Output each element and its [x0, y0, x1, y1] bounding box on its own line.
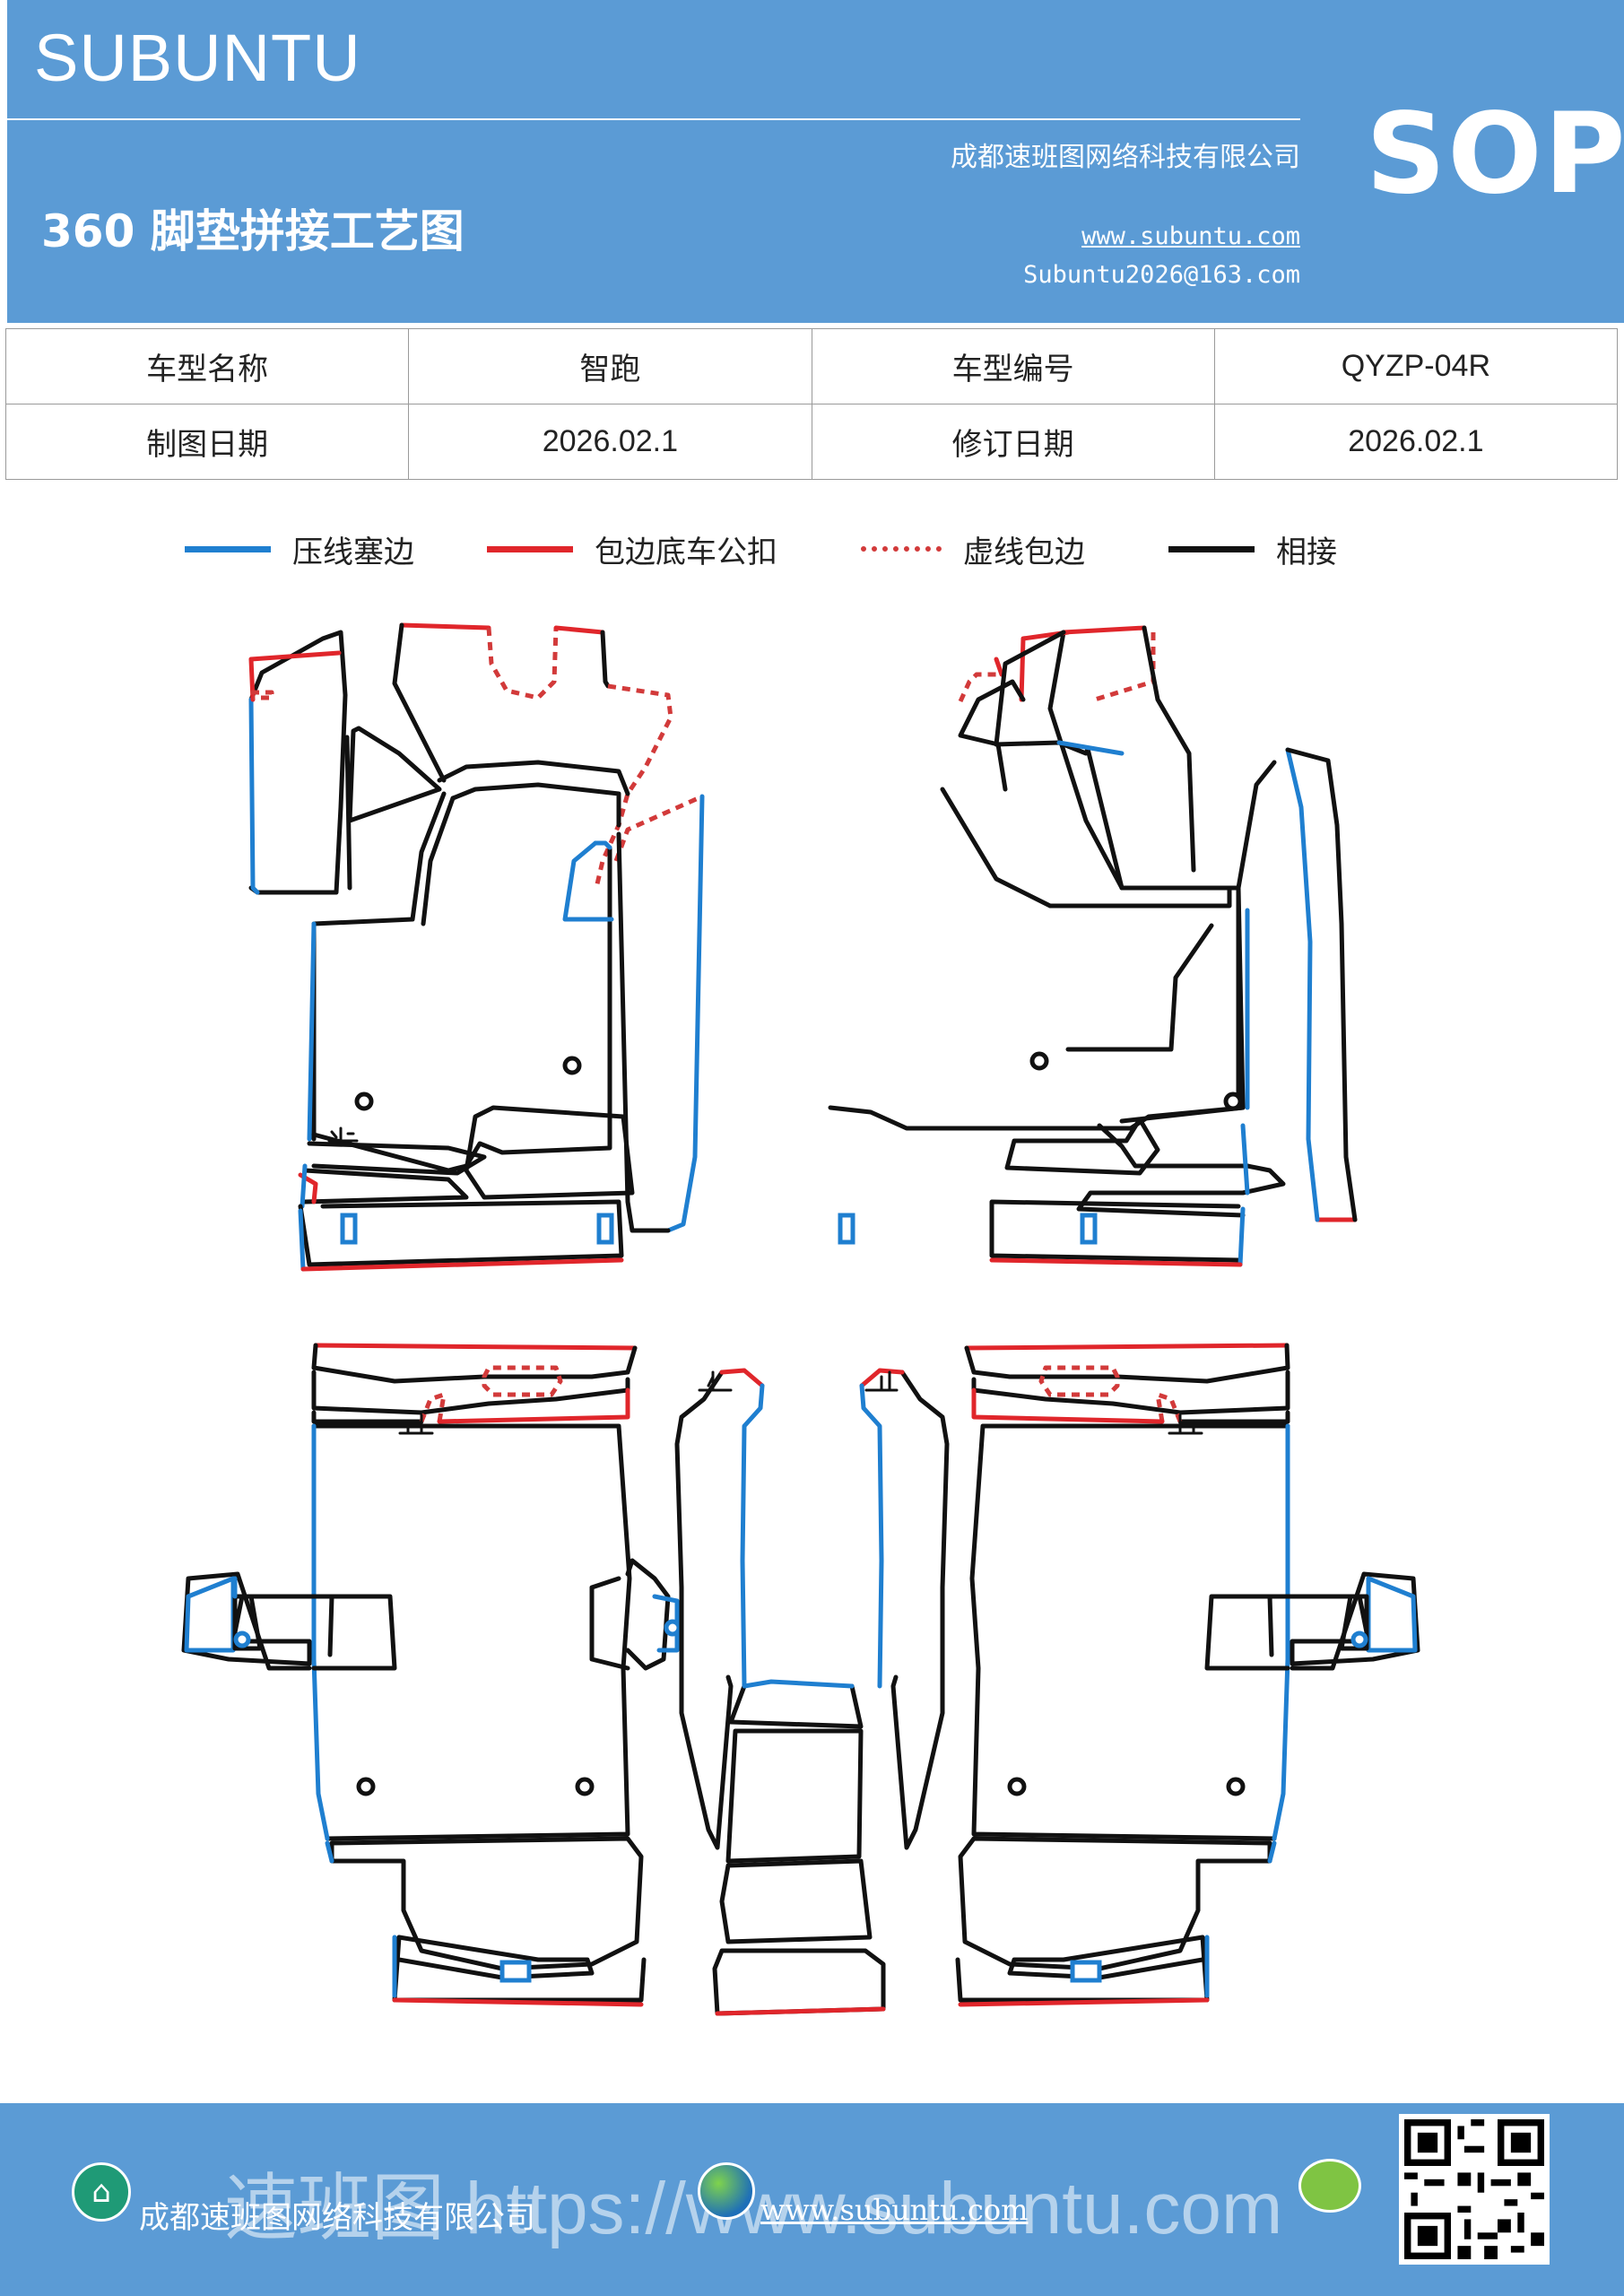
legend-label: 压线塞边	[292, 534, 414, 570]
qr-code-pattern	[1404, 2119, 1544, 2259]
legend-swatch-red	[487, 545, 573, 552]
legend-swatch-black	[1168, 545, 1255, 552]
revision-date-value: 2026.02.1	[1213, 404, 1619, 480]
company-name: 成都速班图网络科技有限公司	[951, 142, 1300, 173]
website-link[interactable]: www.subuntu.com	[1081, 222, 1300, 250]
legend-item-joint: 相接	[1168, 522, 1337, 576]
center-tunnel-mat	[674, 1368, 950, 2016]
footer-banner: 速班图 https://www.subuntu.com ⌂ 成都速班图网络科技有…	[0, 2103, 1624, 2296]
rear-right-mat	[955, 1343, 1420, 2007]
legend-label: 包边底车公扣	[595, 534, 777, 570]
legend-item-dashed-binding: 虚线包边	[861, 522, 1085, 576]
wechat-icon	[1298, 2159, 1361, 2213]
front-right-mat	[828, 625, 1358, 1267]
legend-label: 相接	[1276, 534, 1337, 570]
legend-item-press-line: 压线塞边	[185, 522, 414, 576]
vehicle-info-table: 车型名称 智跑 车型编号 QYZP-04R 制图日期 2026.02.1 修订日…	[4, 328, 1619, 480]
model-code-value: QYZP-04R	[1213, 328, 1619, 404]
front-left-mat	[248, 622, 705, 1272]
document-title: 360 脚垫拼接工艺图	[41, 205, 465, 257]
globe-icon	[698, 2162, 755, 2220]
header-banner: SUBUNTU SOP 成都速班图网络科技有限公司 360 脚垫拼接工艺图 ww…	[7, 0, 1624, 323]
building-icon: ⌂	[72, 2162, 131, 2222]
floor-mat-diagram	[181, 622, 1420, 2016]
legend-swatch-blue	[185, 545, 271, 552]
table-row: 制图日期 2026.02.1 修订日期 2026.02.1	[4, 404, 1619, 480]
model-code-label: 车型编号	[811, 328, 1215, 404]
drawing-date-label: 制图日期	[4, 404, 410, 480]
footer-company-name: 成都速班图网络科技有限公司	[139, 2200, 535, 2236]
legend-item-binding: 包边底车公扣	[487, 522, 777, 576]
header-divider	[7, 118, 1300, 120]
footer-website-link[interactable]: www.subuntu.com	[760, 2193, 1029, 2227]
email-address: Subuntu2026@163.com	[1023, 261, 1300, 289]
brand-logo: SUBUNTU	[34, 21, 361, 95]
qr-code	[1399, 2114, 1550, 2265]
legend-swatch-dashed	[861, 546, 942, 552]
model-name-label: 车型名称	[4, 328, 410, 404]
model-name-value: 智跑	[408, 328, 812, 404]
sop-badge: SOP	[1366, 90, 1624, 219]
legend-label: 虚线包边	[963, 534, 1085, 570]
rear-left-mat	[181, 1343, 682, 2007]
table-row: 车型名称 智跑 车型编号 QYZP-04R	[4, 328, 1619, 404]
revision-date-label: 修订日期	[811, 404, 1215, 480]
drawing-date-value: 2026.02.1	[408, 404, 812, 480]
